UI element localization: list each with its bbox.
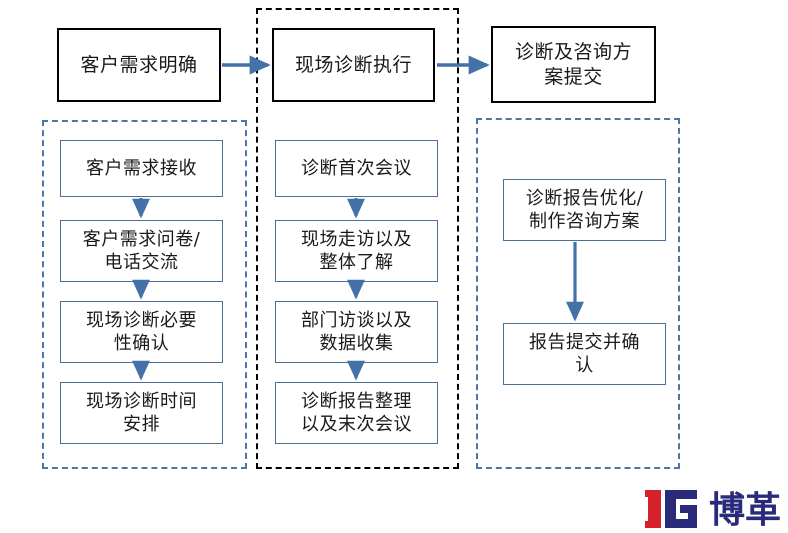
brand-logo: 博革 [645,490,781,531]
phase-1-step-2[interactable]: 客户需求问卷/ 电话交流 [60,220,223,282]
phase-1-step-1-label: 客户需求接收 [86,157,197,179]
phase-2-step-1[interactable]: 诊断首次会议 [275,140,438,197]
phase-1-step-3-label: 现场诊断必要 性确认 [86,309,197,354]
phase-1-step-2-label: 客户需求问卷/ 电话交流 [82,228,201,273]
phase-2-step-4-label: 诊断报告整理 以及末次会议 [301,390,412,435]
phase-2-lane [256,8,459,469]
phase-2-step-3-label: 部门访谈以及 数据收集 [301,309,412,354]
phase-2-step-1-label: 诊断首次会议 [301,157,412,179]
phase-3-step-1[interactable]: 诊断报告优化/ 制作咨询方案 [503,179,666,241]
phase-3-step-2[interactable]: 报告提交并确 认 [503,323,666,385]
phase-2-header-box[interactable]: 现场诊断执行 [272,28,435,102]
phase-3-step-1-label: 诊断报告优化/ 制作咨询方案 [525,187,644,232]
phase-3-step-2-label: 报告提交并确 认 [529,331,640,376]
phase-2-step-4[interactable]: 诊断报告整理 以及末次会议 [275,382,438,444]
phase-2-step-3[interactable]: 部门访谈以及 数据收集 [275,301,438,363]
logo-mark-i [645,490,661,528]
phase-1-header-box[interactable]: 客户需求明确 [57,28,221,102]
phase-1-step-1[interactable]: 客户需求接收 [60,140,223,197]
phase-1-step-3[interactable]: 现场诊断必要 性确认 [60,301,223,363]
phase-1-header-label: 客户需求明确 [80,53,198,76]
phase-3-header-label: 诊断及咨询方 案提交 [514,41,632,88]
logo-mark-g [665,490,697,528]
phase-1-step-4-label: 现场诊断时间 安排 [86,390,197,435]
phase-1-step-4[interactable]: 现场诊断时间 安排 [60,382,223,444]
phase-2-header-label: 现场诊断执行 [294,53,412,76]
phase-3-header-box[interactable]: 诊断及咨询方 案提交 [491,26,656,103]
phase-2-step-2[interactable]: 现场走访以及 整体了解 [275,220,438,282]
phase-1-lane [42,120,247,469]
phase-2-step-2-label: 现场走访以及 整体了解 [301,228,412,273]
logo-wordmark: 博革 [709,490,781,531]
phase-3-lane [476,118,680,469]
